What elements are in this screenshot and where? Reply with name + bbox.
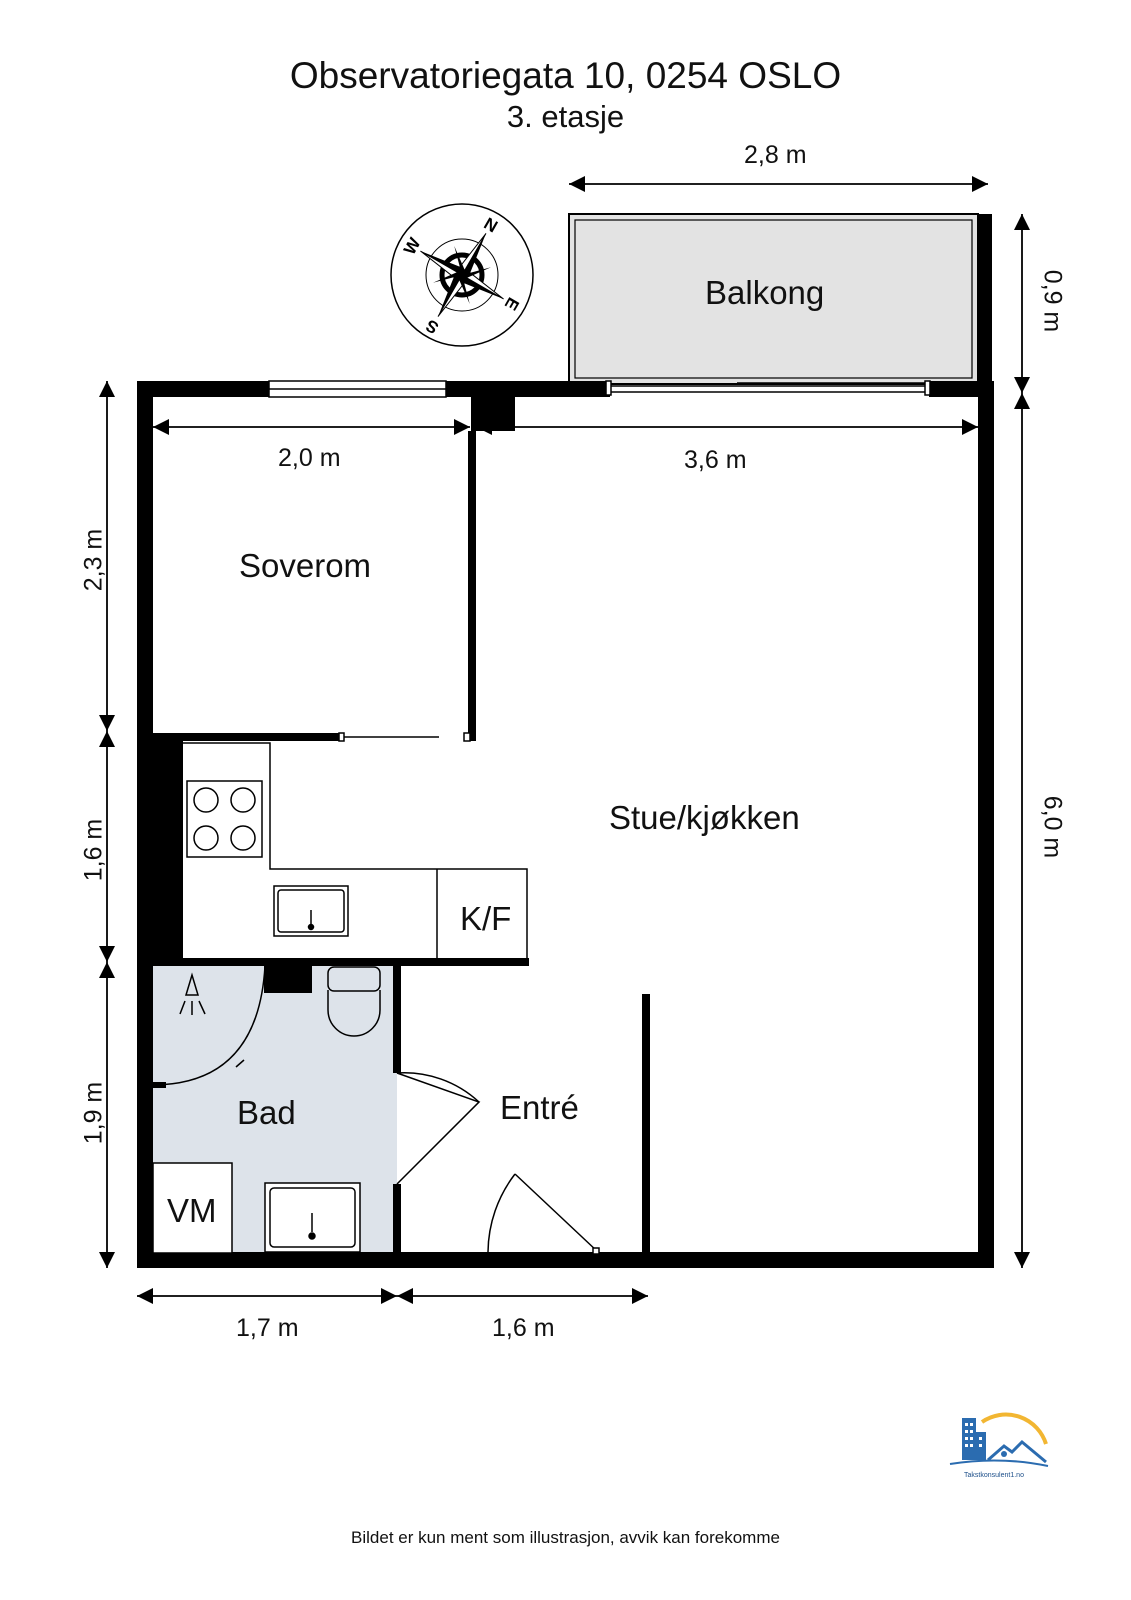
bathroom-sink-icon	[264, 1182, 361, 1253]
dim-kitchen-height: 1,6 m	[79, 818, 108, 882]
dim-total-height: 6,0 m	[1038, 795, 1067, 859]
shower-icon	[151, 965, 266, 1086]
dim-bath-height: 1,9 m	[79, 1081, 108, 1145]
shower-door-hinge	[152, 1082, 166, 1088]
balcony-side-wall	[978, 214, 992, 384]
entrance-door	[487, 1173, 600, 1255]
bathroom-door	[396, 1072, 481, 1185]
stove-icon	[186, 780, 263, 858]
dim-bath-width: 1,7 m	[236, 1314, 299, 1342]
compass-rose-icon: N E S W	[390, 203, 534, 347]
room-label-entrance: Entré	[500, 1089, 579, 1126]
dim-balcony-width: 2,8 m	[744, 141, 807, 169]
fridge-freezer-label: K/F	[460, 900, 512, 937]
washing-machine-label: VM	[167, 1192, 217, 1229]
bedroom-sliding-door	[338, 732, 471, 742]
room-label-bathroom: Bad	[237, 1094, 296, 1131]
balcony-area	[569, 214, 978, 384]
dim-bedroom-width: 2,0 m	[278, 444, 341, 472]
washing-machine-box	[152, 1162, 233, 1254]
kitchen-sink-icon	[273, 885, 349, 937]
exterior-walls	[137, 381, 994, 1268]
balcony-door	[605, 380, 931, 396]
toilet-icon	[327, 966, 381, 1037]
logo-caption: Takstkonsulent1.no	[964, 1472, 1024, 1479]
bedroom-walls	[153, 431, 476, 741]
dim-bedroom-height: 2,3 m	[79, 528, 108, 592]
page-title: Observatoriegata 10, 0254 OSLO	[289, 55, 842, 96]
dim-balcony-depth: 0,9 m	[1038, 269, 1067, 333]
bedroom-window	[268, 380, 447, 398]
bathroom-walls	[153, 958, 650, 1252]
building-sun-logo-icon	[949, 1412, 1049, 1467]
floor-label: 3. etasje	[506, 99, 625, 134]
dim-living-width: 3,6 m	[684, 446, 747, 474]
dimension-lines	[98, 175, 1031, 1305]
room-label-living-kitchen: Stue/kjøkken	[609, 799, 800, 836]
room-label-balcony: Balkong	[705, 274, 825, 311]
dim-entrance-width: 1,6 m	[492, 1314, 555, 1342]
room-label-bedroom: Soverom	[239, 547, 372, 584]
disclaimer-text: Bildet er kun ment som illustrasjon, avv…	[351, 1528, 780, 1547]
